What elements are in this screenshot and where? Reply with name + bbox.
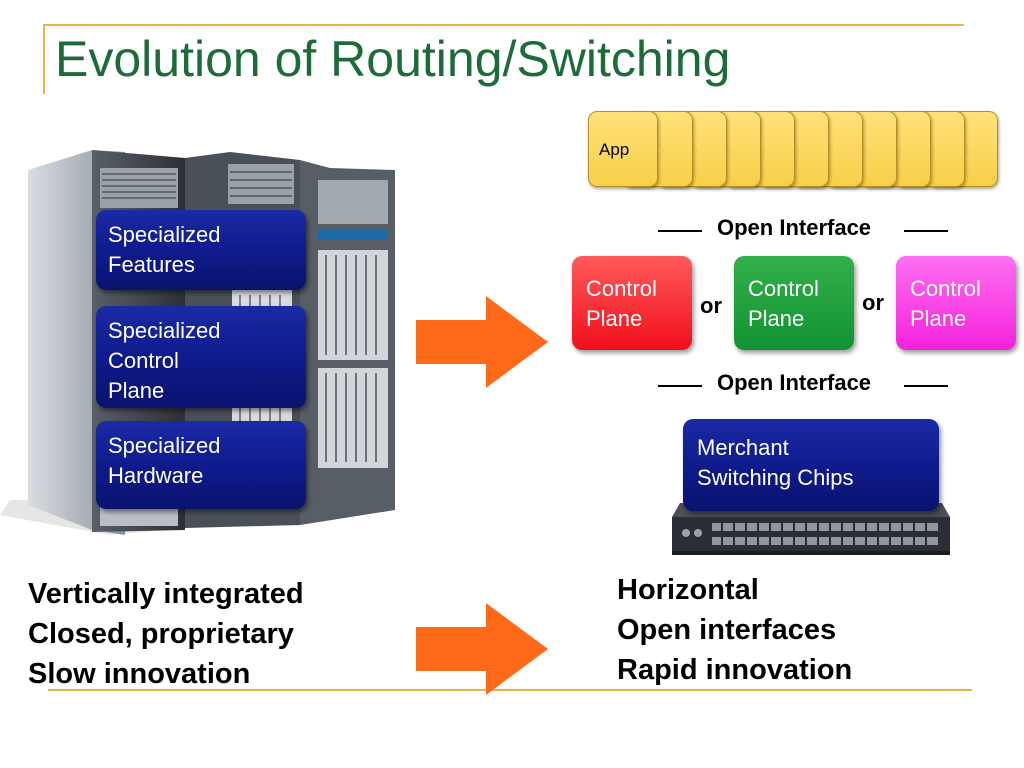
right-arrow-icon	[416, 296, 548, 388]
specialized-control-plane-box: Specialized Control Plane	[96, 306, 306, 408]
summary-line: Slow innovation	[28, 658, 251, 690]
control-line-1: Specialized	[108, 318, 221, 343]
app-label: App	[599, 140, 630, 159]
summary-line: Rapid innovation	[617, 654, 853, 686]
summary-line: Closed, proprietary	[28, 618, 294, 650]
open-interface-dash	[904, 230, 948, 232]
summary-line: Vertically integrated	[28, 578, 304, 610]
summary-line: Horizontal	[617, 574, 759, 606]
cp-line-2: Plane	[586, 306, 643, 331]
hardware-line-2: Hardware	[108, 463, 204, 488]
title-top-rule	[44, 24, 964, 26]
cp-line-2: Plane	[748, 306, 805, 331]
hardware-line-1: Specialized	[108, 433, 221, 458]
open-interface-dash	[904, 385, 948, 387]
cp-line-2: Plane	[910, 306, 967, 331]
footer-rule	[48, 689, 972, 691]
right-arrow-icon	[416, 603, 548, 695]
cp-line-1: Control	[910, 276, 981, 301]
cp-line-1: Control	[586, 276, 657, 301]
merchant-line-2: Switching Chips	[697, 465, 854, 490]
horizontal-model-summary: Horizontal Open interfaces Rapid innovat…	[617, 570, 852, 690]
control-line-3: Plane	[108, 378, 165, 403]
control-line-2: Control	[108, 348, 179, 373]
control-plane-red-box: Control Plane	[572, 256, 692, 350]
specialized-features-box: Specialized Features	[96, 210, 306, 290]
title-left-rule	[43, 24, 45, 94]
app-card-front: App	[588, 111, 658, 187]
features-line-1: Specialized	[108, 222, 221, 247]
open-interface-label: Open Interface	[717, 215, 872, 240]
open-interface-label: Open Interface	[717, 370, 872, 395]
merchant-line-1: Merchant	[697, 435, 789, 460]
vertical-model-summary: Vertically integrated Closed, proprietar…	[28, 574, 304, 694]
open-interface-dash	[658, 385, 702, 387]
open-interface-dash	[658, 230, 702, 232]
control-plane-magenta-box: Control Plane	[896, 256, 1016, 350]
merchant-switching-chips-box: Merchant Switching Chips	[683, 419, 939, 511]
control-plane-green-box: Control Plane	[734, 256, 854, 350]
specialized-hardware-box: Specialized Hardware	[96, 421, 306, 509]
network-switch-image	[672, 503, 950, 555]
features-line-2: Features	[108, 252, 195, 277]
summary-line: Open interfaces	[617, 614, 837, 646]
or-label: or	[700, 293, 722, 318]
slide-title: Evolution of Routing/Switching	[55, 31, 731, 87]
cp-line-1: Control	[748, 276, 819, 301]
or-label: or	[862, 290, 884, 315]
